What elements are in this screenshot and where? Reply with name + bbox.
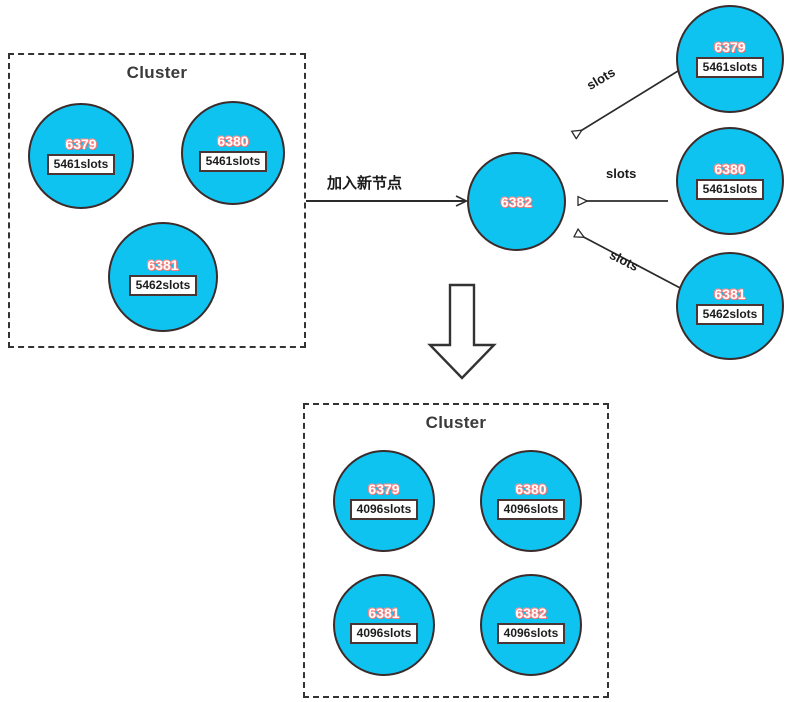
source-node-6381[interactable]: 6381 5462slots — [676, 252, 784, 360]
before-cluster-frame: Cluster — [8, 53, 306, 348]
node-port-label: 6381 — [147, 257, 179, 274]
before-node-6381[interactable]: 6381 5462slots — [108, 222, 218, 332]
node-port-label: 6379 — [368, 481, 400, 498]
transform-down-arrow — [427, 283, 497, 380]
before-node-6380[interactable]: 6380 5461slots — [181, 101, 285, 205]
after-node-6381[interactable]: 6381 4096slots — [333, 574, 435, 676]
node-port-label: 6381 — [714, 286, 746, 303]
slots-arrow-6381 — [576, 233, 685, 291]
node-slots-badge: 4096slots — [496, 623, 566, 644]
join-new-node-label: 加入新节点 — [327, 174, 403, 192]
node-port-label: 6382 — [500, 193, 533, 210]
new-node-6382[interactable]: 6382 — [467, 152, 566, 251]
node-slots-badge: 5462slots — [695, 304, 765, 325]
node-port-label: 6379 — [65, 136, 97, 153]
node-slots-badge: 4096slots — [496, 499, 566, 520]
after-cluster-title: Cluster — [425, 413, 487, 432]
node-port-label: 6380 — [217, 133, 249, 150]
node-slots-badge: 4096slots — [349, 499, 419, 520]
node-port-label: 6380 — [714, 161, 746, 178]
node-slots-badge: 5461slots — [695, 179, 765, 200]
node-slots-badge: 5461slots — [695, 57, 765, 78]
node-port-label: 6379 — [714, 39, 746, 56]
node-slots-badge: 5462slots — [128, 275, 198, 296]
node-slots-badge: 5461slots — [198, 151, 268, 172]
before-node-6379[interactable]: 6379 5461slots — [28, 103, 134, 209]
after-node-6379[interactable]: 6379 4096slots — [333, 450, 435, 552]
slots-label-6380: slots — [606, 166, 637, 181]
slots-arrow-6379 — [574, 70, 679, 135]
node-port-label: 6380 — [515, 481, 547, 498]
node-slots-badge: 4096slots — [349, 623, 419, 644]
before-cluster-title: Cluster — [126, 63, 188, 82]
node-port-label: 6381 — [368, 605, 400, 622]
source-node-6380[interactable]: 6380 5461slots — [676, 127, 784, 235]
node-slots-badge: 5461slots — [46, 154, 116, 175]
after-cluster-frame: Cluster — [303, 403, 609, 698]
node-port-label: 6382 — [515, 605, 547, 622]
after-node-6382[interactable]: 6382 4096slots — [480, 574, 582, 676]
source-node-6379[interactable]: 6379 5461slots — [676, 5, 784, 113]
after-node-6380[interactable]: 6380 4096slots — [480, 450, 582, 552]
